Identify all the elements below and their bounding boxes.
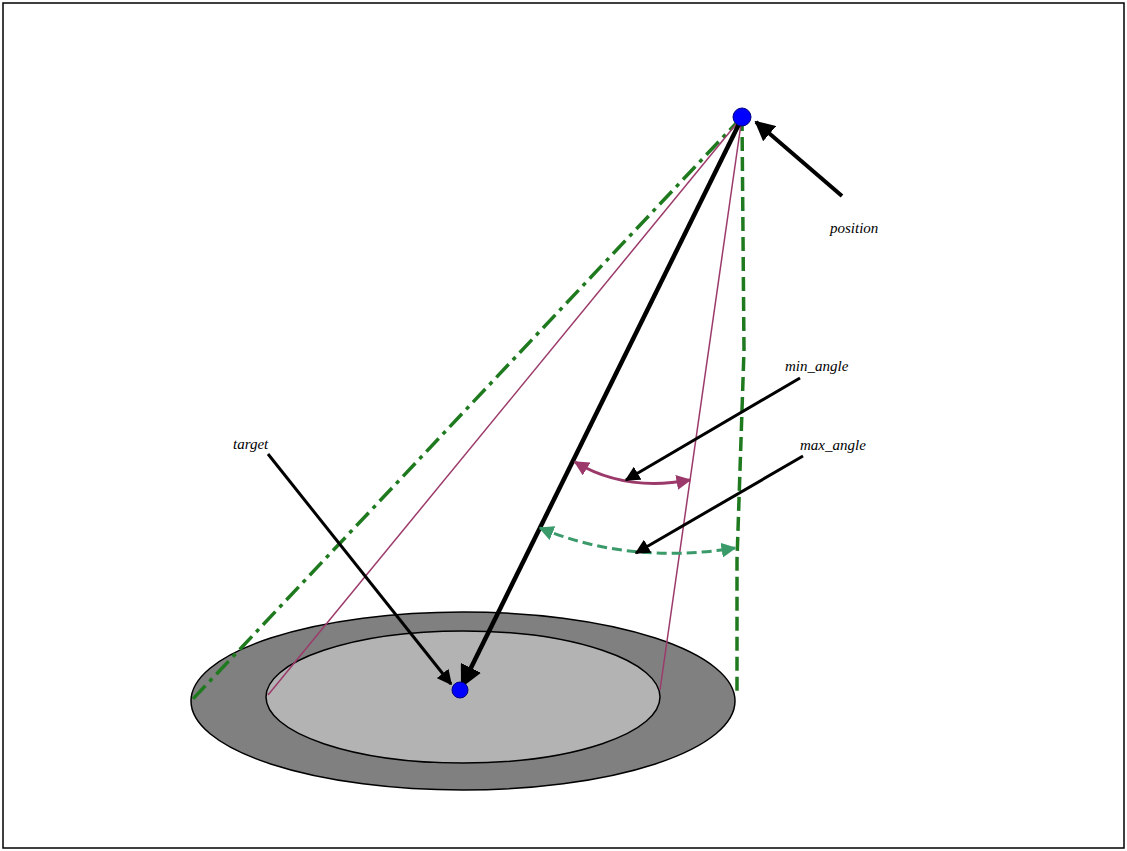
max-cone-edge — [737, 117, 744, 695]
position-point — [733, 108, 751, 126]
max-cone-edge — [192, 117, 742, 700]
min-angle-arc — [575, 462, 690, 483]
callout-label: position — [830, 220, 878, 237]
outer-disc — [191, 612, 735, 790]
aim-axis — [462, 122, 740, 686]
target-point — [452, 682, 468, 698]
leader-arrow — [626, 378, 800, 480]
min-cone-edge — [268, 117, 742, 695]
frame — [3, 3, 1124, 848]
callout-label: min_angle — [785, 358, 848, 375]
callout-label: max_angle — [800, 437, 866, 454]
leader-arrow — [268, 454, 451, 684]
leader-arrow — [636, 456, 803, 553]
leader-arrow — [756, 122, 842, 196]
inner-disc — [266, 631, 660, 763]
max-angle-arc — [540, 528, 735, 553]
callout-label: target — [233, 436, 268, 453]
